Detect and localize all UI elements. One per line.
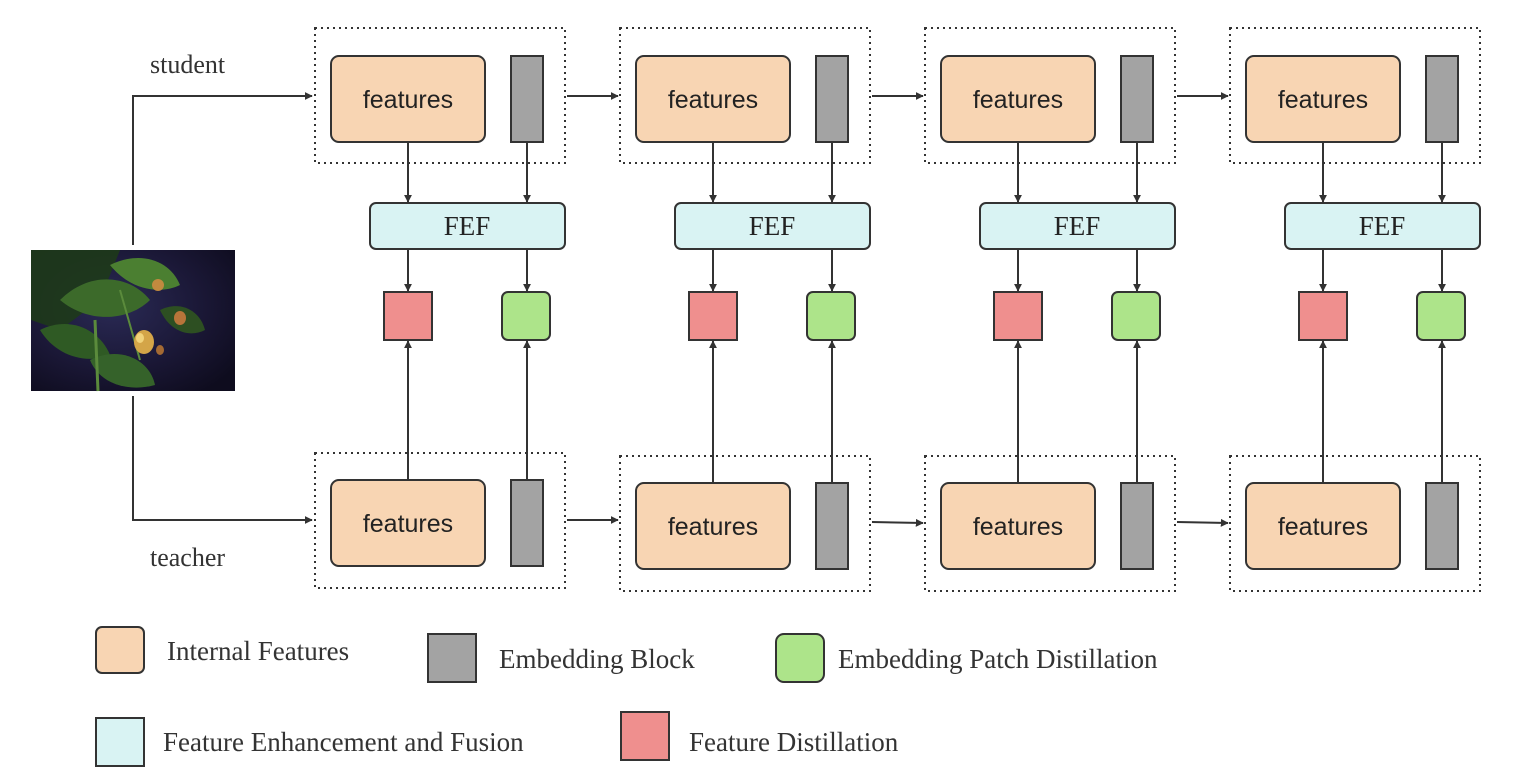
teacher-features-label: features [363,510,453,538]
fef-box [369,202,566,250]
fef-box [674,202,871,250]
stage-4: features FEF features [1229,27,1481,592]
teacher-block-frame [924,455,1176,592]
feature-distillation-box [1298,291,1348,341]
student-block-frame [619,27,871,164]
input-image [31,250,235,392]
student-block-frame [924,27,1176,164]
patch-distillation-box [501,291,551,341]
teacher-features-label: features [668,513,758,541]
fef-label: FEF [1054,211,1101,241]
teacher-embedding-block [1120,482,1154,570]
student-input-arrow [132,92,313,245]
teacher-embedding-block [1425,482,1459,570]
fef-box [1284,202,1481,250]
legend: Internal Features Embedding Block Embedd… [95,626,1158,767]
feature-distillation-box [688,291,738,341]
patch-distillation-box [806,291,856,341]
fef-label: FEF [444,211,491,241]
stage-1: features FEF features [314,27,566,589]
student-embedding-block [1120,55,1154,143]
patch-distillation-box [1416,291,1466,341]
teacher-features-label: features [973,513,1063,541]
teacher-features-label: features [1278,513,1368,541]
legend-feature-distillation: Feature Distillation [689,727,899,757]
feature-distillation-box [383,291,433,341]
teacher-embedding-block [510,479,544,567]
student-features-label: features [668,86,758,114]
teacher-block-frame [619,455,871,592]
student-block-frame [1229,27,1481,164]
legend-embedding-patch-distillation: Embedding Patch Distillation [838,644,1158,674]
student-block-frame [314,27,566,164]
feature-distillation-box [993,291,1043,341]
fef-label: FEF [1359,211,1406,241]
legend-swatch-fef [95,717,145,767]
student-embedding-block [510,55,544,143]
legend-swatch-embedding-block [427,633,477,683]
legend-swatch-internal-features [95,626,145,674]
student-embedding-block [1425,55,1459,143]
patch-distillation-box [1111,291,1161,341]
teacher-block-frame [314,452,566,589]
teacher-input-arrow [132,396,313,524]
stage-3: features FEF features [924,27,1176,592]
teacher-block-frame [1229,455,1481,592]
legend-feature-enhancement-fusion: Feature Enhancement and Fusion [163,727,524,757]
legend-internal-features: Internal Features [167,636,349,666]
student-features-label: features [363,86,453,114]
legend-swatch-feature-distillation [620,711,670,761]
fef-box [979,202,1176,250]
fef-label: FEF [749,211,796,241]
teacher-label: teacher [150,543,225,572]
student-label: student [150,50,226,79]
teacher-embedding-block [815,482,849,570]
stage-2: features FEF features [619,27,871,592]
student-embedding-block [815,55,849,143]
legend-swatch-patch-distillation [775,633,825,683]
legend-embedding-block: Embedding Block [499,644,695,674]
student-features-label: features [973,86,1063,114]
student-features-label: features [1278,86,1368,114]
